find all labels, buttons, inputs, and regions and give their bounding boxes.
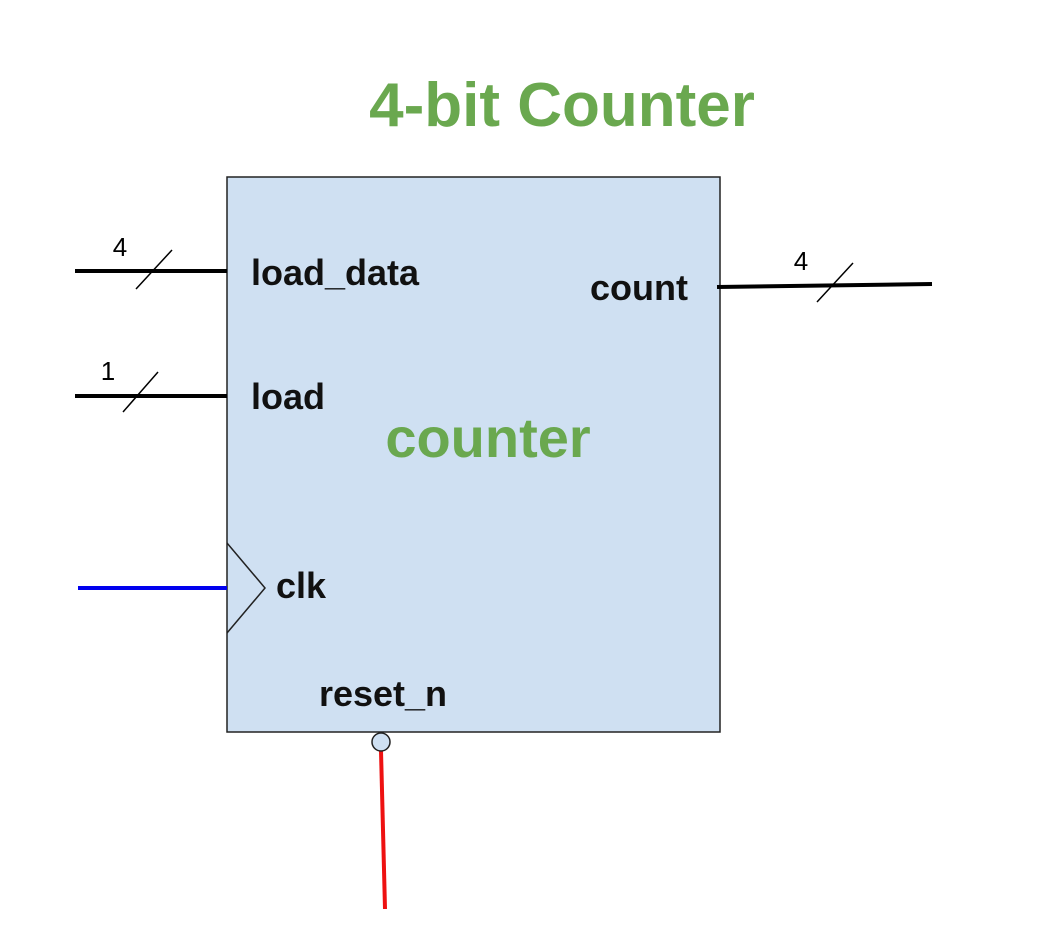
clk-label: clk [276,565,327,606]
load-port: 1 load [75,356,325,417]
load-data-bus-slash [135,249,173,290]
reset-n-port: reset_n [319,673,447,910]
clock-triangle-icon [226,542,266,634]
count-bus-slash [816,262,854,303]
count-wire [716,282,933,289]
count-port: 4 count [590,246,933,308]
load-label: load [251,376,325,417]
clk-port: clk [78,542,327,634]
count-width-label: 4 [794,246,808,276]
active-low-bubble-icon [371,732,391,752]
load-width-label: 1 [101,356,115,386]
counter-block [226,176,721,733]
block-name: counter [385,406,590,469]
load-bus-slash [122,371,159,413]
diagram-title: 4-bit Counter [369,71,755,140]
count-label: count [590,267,688,308]
load-data-label: load_data [251,252,420,293]
reset-n-label: reset_n [319,673,447,714]
reset-n-wire [379,750,387,910]
load-data-width-label: 4 [113,232,127,262]
load-data-port: 4 load_data [75,232,420,293]
